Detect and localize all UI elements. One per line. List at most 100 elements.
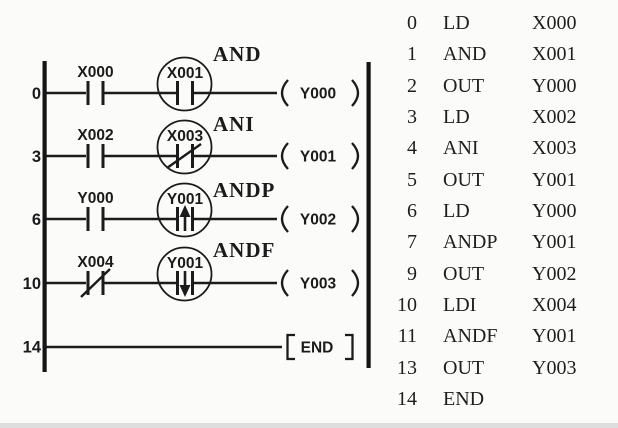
coil-label: Y001: [300, 149, 337, 166]
no-contact-symbol: [86, 81, 105, 105]
instruction-mnemonic: OUT: [443, 356, 485, 379]
rung-step-number: 10: [23, 275, 41, 293]
contact-label: X003: [167, 128, 204, 145]
falling-edge-contact-symbol: [176, 271, 194, 295]
instruction-mnemonic: ANDF: [443, 325, 498, 348]
instruction-tag-label: ANDP: [213, 178, 275, 202]
instruction-step: 6: [407, 200, 417, 223]
highlight-circle: [156, 119, 213, 175]
instruction-row: 9 OUT Y002: [388, 259, 613, 290]
instruction-row: 6 LD Y000: [388, 196, 613, 227]
rung-step-number: 3: [32, 148, 41, 166]
instruction-operand: Y001: [532, 231, 577, 254]
end-label: END: [301, 340, 334, 357]
contact-label: X004: [77, 254, 114, 271]
instruction-row: 13 OUT Y003: [388, 353, 613, 384]
instruction-mnemonic: LD: [443, 106, 470, 129]
instruction-mnemonic: AND: [443, 43, 487, 66]
contact-label: X001: [167, 65, 204, 82]
instruction-step: 5: [407, 168, 417, 191]
instruction-operand: X003: [532, 137, 577, 160]
output-coil-symbol: [280, 205, 360, 233]
highlight-circle: [156, 182, 213, 238]
right-power-rail: [366, 62, 371, 368]
contact-label: Y001: [167, 191, 204, 208]
instruction-mnemonic: OUT: [443, 262, 485, 285]
instruction-step: 13: [397, 356, 417, 379]
instruction-step: 1: [407, 43, 417, 66]
instruction-operand: Y001: [532, 325, 577, 348]
nc-contact-slash: [80, 268, 111, 298]
bottom-edge-shadow: [0, 423, 618, 428]
ladder-rung-end: 14 END: [23, 333, 354, 361]
instruction-step: 3: [407, 106, 417, 129]
instruction-step: 11: [397, 325, 417, 348]
instruction-operand: Y000: [532, 200, 577, 223]
nc-contact-slash: [166, 143, 202, 169]
instruction-step: 9: [407, 262, 417, 285]
instruction-operand: X002: [532, 106, 577, 129]
instruction-row: 1 AND X001: [388, 39, 613, 70]
no-contact-symbol: [176, 81, 194, 105]
instruction-mnemonic: OUT: [443, 168, 485, 191]
output-coil-symbol: [280, 269, 360, 297]
instruction-row: 4 ANI X003: [388, 133, 613, 164]
instruction-step: 7: [407, 231, 417, 254]
rung-step-number: 14: [23, 339, 42, 357]
rising-edge-arrowhead: [179, 205, 191, 217]
end-instruction-brackets: [286, 333, 354, 361]
instruction-row: 7 ANDP Y001: [388, 227, 613, 258]
instruction-operand: X000: [532, 12, 577, 34]
ladder-rung: 10 X004 Y001 ANDF Y003: [23, 238, 360, 302]
instruction-step: 14: [397, 388, 417, 411]
left-power-rail: [42, 61, 47, 372]
rung-step-number: 0: [32, 85, 41, 103]
highlight-circle: [156, 56, 213, 112]
instruction-operand: [532, 384, 613, 415]
instruction-row: 5 OUT Y001: [388, 165, 613, 196]
instruction-operand: Y003: [532, 356, 577, 379]
instruction-operand: X004: [532, 294, 577, 317]
instruction-step: 2: [407, 74, 417, 97]
no-contact-symbol: [86, 144, 105, 168]
instruction-mnemonic: LD: [443, 200, 470, 223]
ladder-rung: 6 Y000 Y001 ANDP Y002: [32, 178, 360, 238]
instruction-row: 0 LD X000: [388, 8, 613, 39]
falling-edge-arrowhead: [179, 285, 191, 297]
coil-label: Y003: [300, 276, 337, 293]
instruction-tag-label: AND: [213, 42, 262, 66]
output-coil-symbol: [280, 79, 360, 107]
instruction-operand: Y002: [532, 262, 577, 285]
contact-label: Y000: [77, 190, 113, 207]
rising-edge-contact-symbol: [176, 207, 194, 231]
rung-step-number: 6: [32, 211, 41, 229]
no-contact-symbol: [86, 207, 105, 231]
instruction-tag-label: ANDF: [213, 238, 275, 262]
instruction-operand: Y001: [532, 168, 577, 191]
ladder-diagram: 0 X000 X001 AND Y000 3 X002 X003 ANI Y00…: [23, 42, 371, 372]
instruction-list: 0 LD X000 1 AND X001 2 OUT Y000 3 LD X00…: [388, 8, 613, 415]
coil-label: Y000: [300, 86, 336, 103]
contact-label: Y001: [167, 255, 204, 272]
contact-label: X000: [77, 64, 113, 81]
instruction-mnemonic: OUT: [443, 74, 485, 97]
highlight-circle: [156, 246, 213, 302]
instruction-step: 0: [407, 12, 417, 34]
instruction-mnemonic: END: [443, 388, 485, 411]
contact-label: X002: [77, 127, 113, 144]
ladder-rung: 0 X000 X001 AND Y000: [32, 42, 360, 112]
instruction-row: 10 LDI X004: [388, 290, 613, 321]
instruction-mnemonic: LDI: [443, 294, 477, 317]
instruction-operand: X001: [532, 43, 577, 66]
instruction-step: 10: [397, 294, 417, 317]
instruction-mnemonic: LD: [443, 12, 470, 34]
instruction-row: 14 END: [388, 384, 613, 415]
instruction-row: 11 ANDF Y001: [388, 321, 613, 352]
instruction-operand: Y000: [532, 74, 577, 97]
instruction-mnemonic: ANI: [443, 137, 479, 160]
output-coil-symbol: [280, 142, 360, 170]
instruction-mnemonic: ANDP: [443, 231, 498, 254]
instruction-tag-label: ANI: [213, 112, 255, 136]
coil-label: Y002: [300, 212, 336, 229]
